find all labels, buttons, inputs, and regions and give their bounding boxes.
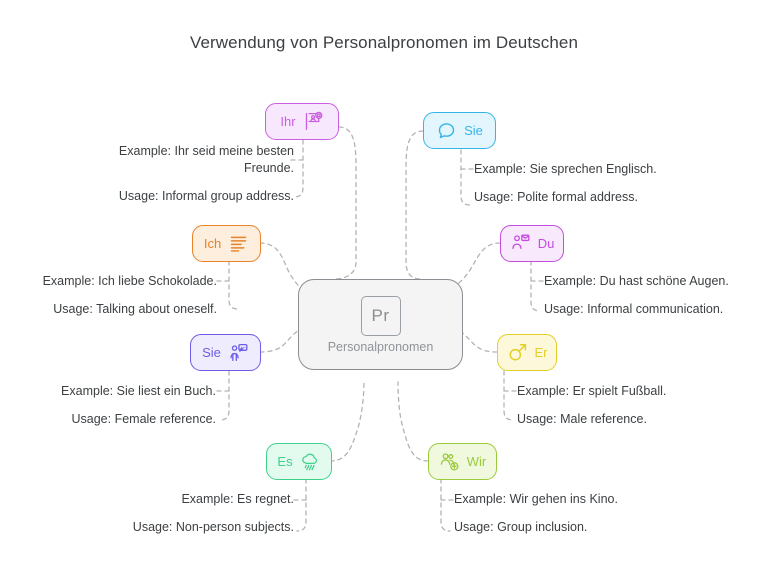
branch-label-ihr: Ihr (280, 114, 296, 129)
branch-label-es: Es (277, 454, 293, 469)
branch-node-sie-female[interactable]: Sie (190, 334, 261, 371)
branch-usage-er: Usage: Male reference. (517, 412, 647, 426)
male-symbol-icon (507, 342, 528, 363)
text-lines-icon (228, 233, 249, 254)
page-title: Verwendung von Personalpronomen im Deuts… (189, 33, 579, 52)
branch-example-du: Example: Du hast schöne Augen. (544, 274, 729, 288)
branch-usage-es: Usage: Non-person subjects. (132, 520, 294, 534)
central-node-label: Personalpronomen (327, 339, 434, 354)
person-message-icon (510, 233, 531, 254)
rain-cloud-icon (300, 451, 321, 472)
branch-node-du[interactable]: Du (500, 225, 564, 262)
branch-example-wir: Example: Wir gehen ins Kino. (454, 492, 618, 506)
branch-node-ihr[interactable]: Ihr (265, 103, 339, 140)
branch-usage-ich: Usage: Talking about oneself. (53, 302, 217, 316)
branch-usage-sie-female: Usage: Female reference. (71, 412, 216, 426)
central-node[interactable]: Pr Personalpronomen (298, 279, 463, 370)
branch-node-er[interactable]: Er (497, 334, 557, 371)
branch-label-er: Er (534, 345, 548, 360)
branch-example-er: Example: Er spielt Fußball. (517, 384, 667, 398)
group-add-icon (439, 451, 460, 472)
branch-label-sie-female: Sie (202, 345, 221, 360)
person-chat-icon (228, 342, 249, 363)
branch-example-ich: Example: Ich liebe Schokolade. (42, 274, 217, 288)
central-node-glyph: Pr (360, 295, 401, 336)
branch-node-sie-formal[interactable]: Sie (423, 112, 496, 149)
branch-label-sie-formal: Sie (464, 123, 483, 138)
branch-node-es[interactable]: Es (266, 443, 332, 480)
branch-example-ihr: Example: Ihr seid meine besten Freunde. (118, 144, 294, 175)
branch-usage-du: Usage: Informal communication. (544, 302, 724, 316)
person-flag-icon (303, 111, 324, 132)
branch-usage-ihr: Usage: Informal group address. (118, 189, 294, 203)
branch-node-wir[interactable]: Wir (428, 443, 497, 480)
branch-label-du: Du (537, 236, 555, 251)
branch-label-wir: Wir (466, 454, 487, 469)
branch-usage-wir: Usage: Group inclusion. (454, 520, 588, 534)
branch-usage-sie-formal: Usage: Polite formal address. (474, 190, 638, 204)
branch-node-ich[interactable]: Ich (192, 225, 261, 262)
speech-bubble-icon (436, 120, 457, 141)
branch-example-sie-formal: Example: Sie sprechen Englisch. (474, 162, 657, 176)
branch-label-ich: Ich (203, 236, 222, 251)
branch-example-es: Example: Es regnet. (181, 492, 294, 506)
branch-example-sie-female: Example: Sie liest ein Buch. (61, 384, 216, 398)
